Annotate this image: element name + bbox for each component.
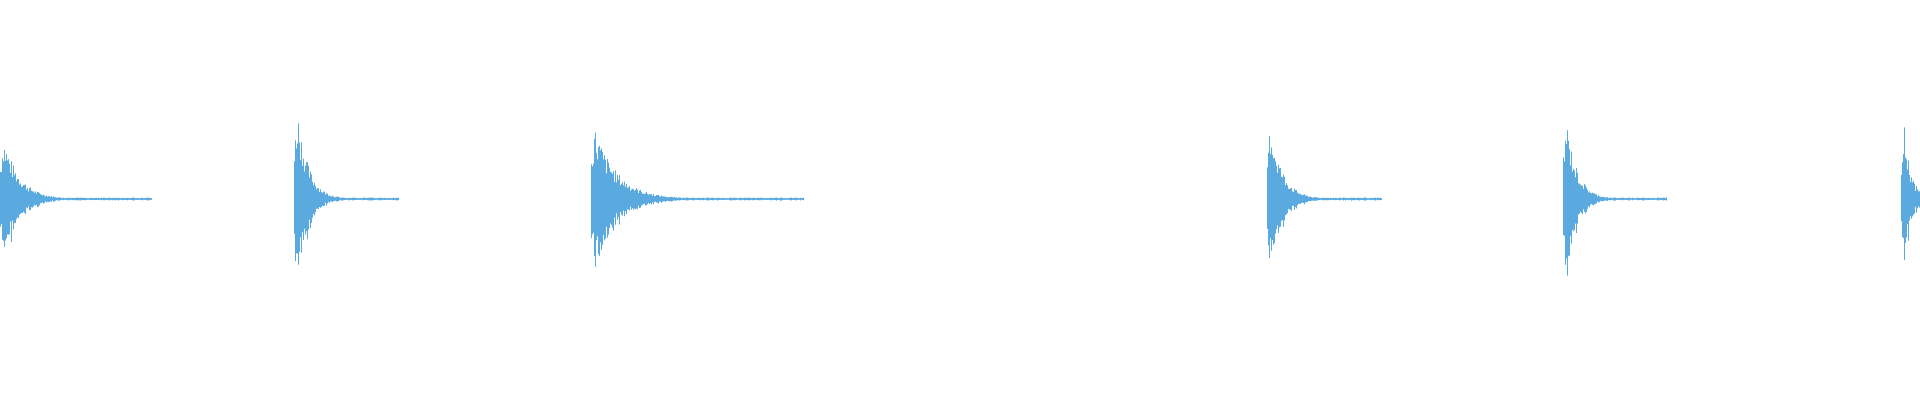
waveform-transient-path — [1563, 130, 1667, 276]
waveform-transient-path — [1267, 136, 1382, 259]
waveform-transient-2 — [294, 123, 399, 265]
waveform-transient-4 — [1267, 136, 1382, 259]
waveform-transient-path — [1901, 127, 1920, 261]
waveform-transient-5 — [1563, 130, 1667, 276]
waveform-transient-path — [294, 123, 399, 265]
waveform-transient-3 — [591, 132, 804, 267]
waveform-transient-6 — [1901, 127, 1920, 261]
waveform-transient-1 — [0, 150, 152, 247]
